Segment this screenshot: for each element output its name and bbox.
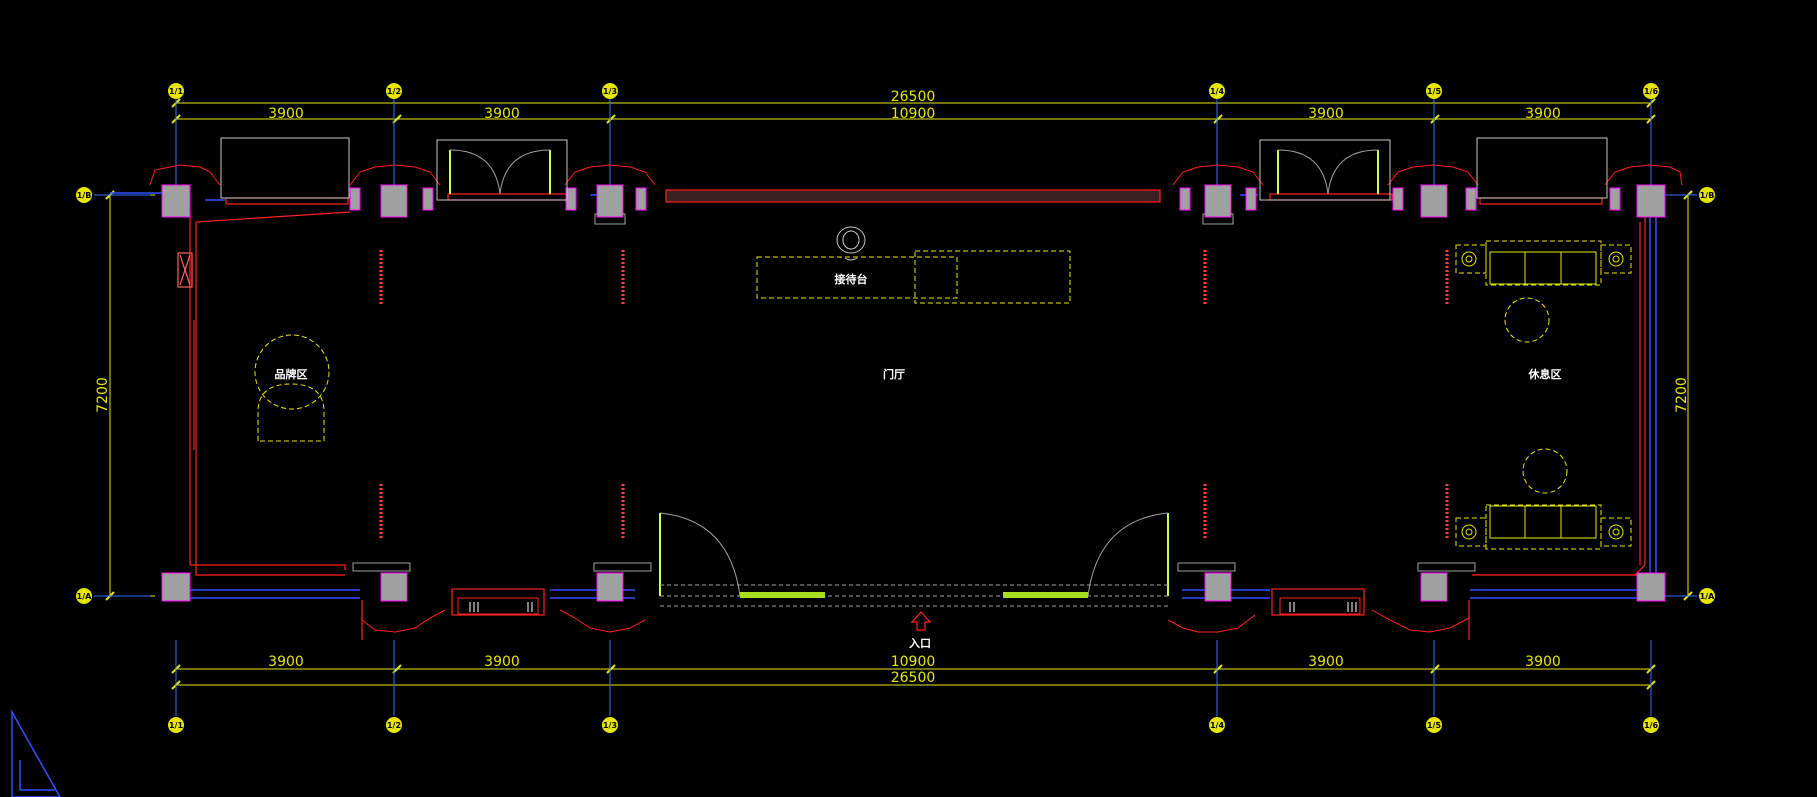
column-bottom-3 — [593, 562, 652, 602]
axis-lines — [94, 99, 1697, 716]
axis-bubble-top-3: 1/3 — [602, 83, 618, 99]
reception-chair — [836, 226, 866, 261]
top-dimension-2: 3900 — [484, 106, 520, 122]
column-bottom-6 — [1636, 572, 1666, 602]
svg-text:1/6: 1/6 — [1644, 87, 1658, 96]
bottom-total-dimension: 26500 — [891, 670, 936, 686]
svg-text:1/4: 1/4 — [1210, 721, 1224, 730]
column-top-6 — [1609, 184, 1666, 218]
svg-text:1/3: 1/3 — [603, 721, 617, 730]
side-dimensions — [102, 190, 1696, 601]
column-top-2 — [349, 184, 434, 218]
glazing — [110, 192, 1657, 599]
entrance-label: 入口 — [909, 637, 931, 650]
bottom-dimension-3: 10900 — [891, 654, 936, 670]
door-top-right — [1259, 139, 1391, 201]
pilaster-marks — [379, 250, 1449, 540]
svg-text:1/4: 1/4 — [1210, 87, 1224, 96]
svg-text:1/2: 1/2 — [387, 87, 401, 96]
axis-bubble-top-1: 1/1 — [168, 83, 184, 99]
svg-text:1/3: 1/3 — [603, 87, 617, 96]
column-top-1 — [161, 184, 191, 218]
lounge-area-label: 休息区 — [1528, 367, 1562, 381]
axis-bubble-top-4: 1/4 — [1209, 83, 1225, 99]
column-top-5 — [1392, 184, 1477, 218]
axis-bubble-top-5: 1/5 — [1426, 83, 1442, 99]
svg-text:1/1: 1/1 — [169, 721, 183, 730]
left-height-dimension: 7200 — [95, 377, 111, 413]
bottom-dimension-4: 3900 — [1308, 654, 1344, 670]
axis-bubble-right-b: 1/B — [1699, 187, 1715, 203]
bottom-dimension-1: 3900 — [268, 654, 304, 670]
svg-text:1/A: 1/A — [1700, 592, 1715, 601]
top-dimension-5: 3900 — [1525, 106, 1561, 122]
display-area-label: 品牌区 — [275, 367, 308, 381]
lobby-label: 门厅 — [883, 367, 905, 381]
lounge-furniture — [1455, 240, 1632, 550]
ucs-triangle-icon — [11, 709, 61, 797]
axis-bubble-top-6: 1/6 — [1643, 83, 1659, 99]
svg-text:1/5: 1/5 — [1427, 721, 1441, 730]
svg-text:1/5: 1/5 — [1427, 87, 1441, 96]
column-bottom-4 — [1177, 562, 1236, 602]
entrance-doors — [659, 512, 1169, 607]
svg-text:1/1: 1/1 — [169, 87, 183, 96]
axis-bubble-left-b: 1/B — [76, 187, 92, 203]
axis-bubble-top-2: 1/2 — [386, 83, 402, 99]
svg-text:1/B: 1/B — [77, 191, 92, 200]
svg-text:1/2: 1/2 — [387, 721, 401, 730]
reception-desk-label: 接待台 — [835, 272, 868, 286]
display-pedestal — [254, 334, 330, 442]
axis-bubble-bottom-5: 1/5 — [1426, 717, 1442, 733]
lounge-sofa-details — [1461, 251, 1624, 540]
entrance-arrow — [910, 611, 932, 631]
column-top-4 — [1179, 184, 1257, 225]
bottom-dimension-5: 3900 — [1525, 654, 1561, 670]
reception-desk — [756, 250, 1071, 304]
axis-bubble-right-a: 1/A — [1699, 588, 1715, 604]
svg-text:1/6: 1/6 — [1644, 721, 1658, 730]
columns — [161, 184, 1666, 602]
column-cornices-top — [149, 164, 1683, 186]
bottom-dimension-2: 3900 — [484, 654, 520, 670]
column-cornices-bottom — [361, 609, 1470, 633]
door-top-left — [436, 139, 568, 201]
axis-bubble-bottom-4: 1/4 — [1209, 717, 1225, 733]
column-bottom-2 — [352, 562, 411, 602]
top-dimension-3: 10900 — [891, 106, 936, 122]
axis-bubble-bottom-1: 1/1 — [168, 717, 184, 733]
top-total-dimension: 26500 — [891, 89, 936, 105]
axis-bubble-left-a: 1/A — [76, 588, 92, 604]
column-bottom-1 — [161, 572, 191, 602]
right-height-dimension: 7200 — [1674, 377, 1690, 413]
top-dimension-1: 3900 — [268, 106, 304, 122]
window-bays-top — [220, 137, 1608, 199]
column-top-3 — [565, 184, 647, 225]
svg-text:1/B: 1/B — [1700, 191, 1715, 200]
axis-bubble-bottom-3: 1/3 — [602, 717, 618, 733]
top-dimension-4: 3900 — [1308, 106, 1344, 122]
axis-bubble-bottom-2: 1/2 — [386, 717, 402, 733]
column-bottom-5 — [1417, 562, 1476, 602]
svg-text:1/A: 1/A — [77, 592, 92, 601]
window-frames-bottom — [457, 597, 1361, 615]
axis-bubble-bottom-6: 1/6 — [1643, 717, 1659, 733]
